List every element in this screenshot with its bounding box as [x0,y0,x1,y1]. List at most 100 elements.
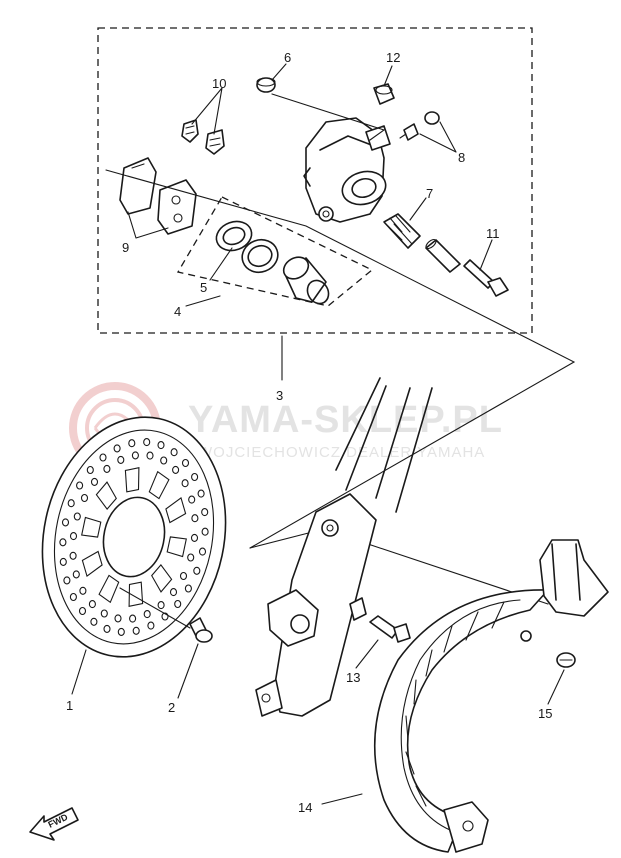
piston-seals [215,220,279,274]
disc-hole [181,458,190,468]
disc-hole [157,441,165,450]
disc-spoke-slot [98,574,120,604]
disc-hole [161,612,169,621]
disc-spoke-slot [95,481,117,510]
disc-hole [69,592,77,602]
disc-spoke-slot [81,550,103,578]
disc-hole [188,495,196,504]
disc-hole [181,479,189,488]
disc-hole [63,576,71,585]
caliper-piston [282,256,330,305]
callout-4: 4 [174,304,181,319]
callout-5: 5 [200,280,207,295]
disc-spoke-slot [166,536,187,558]
brake-pad-set [119,157,197,235]
watermark-title: YAMA-SKLEP.PL [188,399,503,441]
leader-13 [355,639,379,669]
forward-arrow: FWD [29,807,79,841]
cover-screw [556,652,576,668]
caliper-assembly-box [97,27,533,334]
callout-15: 15 [538,706,552,721]
callout-9: 9 [122,240,129,255]
front-fork [255,377,433,717]
callout-2: 2 [168,700,175,715]
disc-hole [100,609,108,618]
disc-hole [76,481,84,490]
disc-hole [187,553,195,562]
disc-hole [59,557,67,566]
disc-spoke-slot [148,470,170,500]
callout-6: 6 [284,50,291,65]
bleed-cap [256,77,276,93]
disc-hole [128,439,136,448]
disc-hole [88,600,96,609]
disc-hole [147,621,155,630]
disc-hole [174,599,182,609]
caliper-mount-bolt [369,615,411,643]
disc-hole [59,538,67,547]
boot-cap [373,83,395,105]
disc-hole [143,438,151,447]
piston-kit-box [176,196,374,307]
disc-hole [172,465,180,474]
disc-hole [129,614,137,623]
disc-spoke-slots [81,467,187,607]
caliper-body [303,117,391,223]
callout-13: 13 [346,670,360,685]
pin-boot [383,213,421,249]
disc-hole [190,533,199,542]
disc-hole [201,508,209,517]
leader-15 [547,669,565,705]
disc-hole [169,588,178,597]
disc-spoke-slot [124,467,140,493]
callout-1: 1 [66,698,73,713]
disc-hole [103,624,111,633]
disc-hole [160,456,168,465]
disc-hole [79,586,87,595]
slide-sleeve [425,238,461,273]
callout-7: 7 [426,186,433,201]
disc-hole [117,627,125,636]
callout-11: 11 [486,226,500,241]
disc-vent-holes [59,438,209,636]
callout-12: 12 [386,50,400,65]
disc-hole [73,512,81,521]
disc-hole [80,493,89,503]
disc-hole [201,527,209,536]
disc-hole [113,444,121,453]
disc-hole [90,617,98,626]
disc-hole [143,610,151,619]
disc-hole [146,451,154,460]
disc-bolt-leader [119,587,191,629]
disc-hole [86,465,94,475]
disc-hole [99,453,107,462]
pad-clips [181,119,225,155]
bleed-screw [399,111,440,141]
disc-hole [103,464,111,473]
disc-spoke-slot [81,516,102,538]
disc-cover [373,539,609,853]
disc-hole [78,606,87,616]
leader-14 [321,793,363,805]
disc-hole [61,518,70,527]
leader-2 [177,643,199,699]
brake-disc [41,416,227,658]
disc-hole [170,448,178,457]
callout-8: 8 [458,150,465,165]
disc-hole [69,551,77,560]
disc-bolt [189,617,213,643]
disc-hole [184,584,192,593]
disc-hole [191,514,199,523]
disc-hole [193,566,201,575]
disc-hole [198,547,207,556]
disc-spoke-slot [128,581,144,607]
disc-hole [179,571,188,581]
disc-spoke-slot [165,496,187,524]
disc-hole [67,499,75,508]
disc-hole [117,455,125,464]
disc-hole [72,570,80,579]
leader-1 [71,649,87,695]
disc-hole [131,451,139,460]
callout-10: 10 [212,76,226,91]
